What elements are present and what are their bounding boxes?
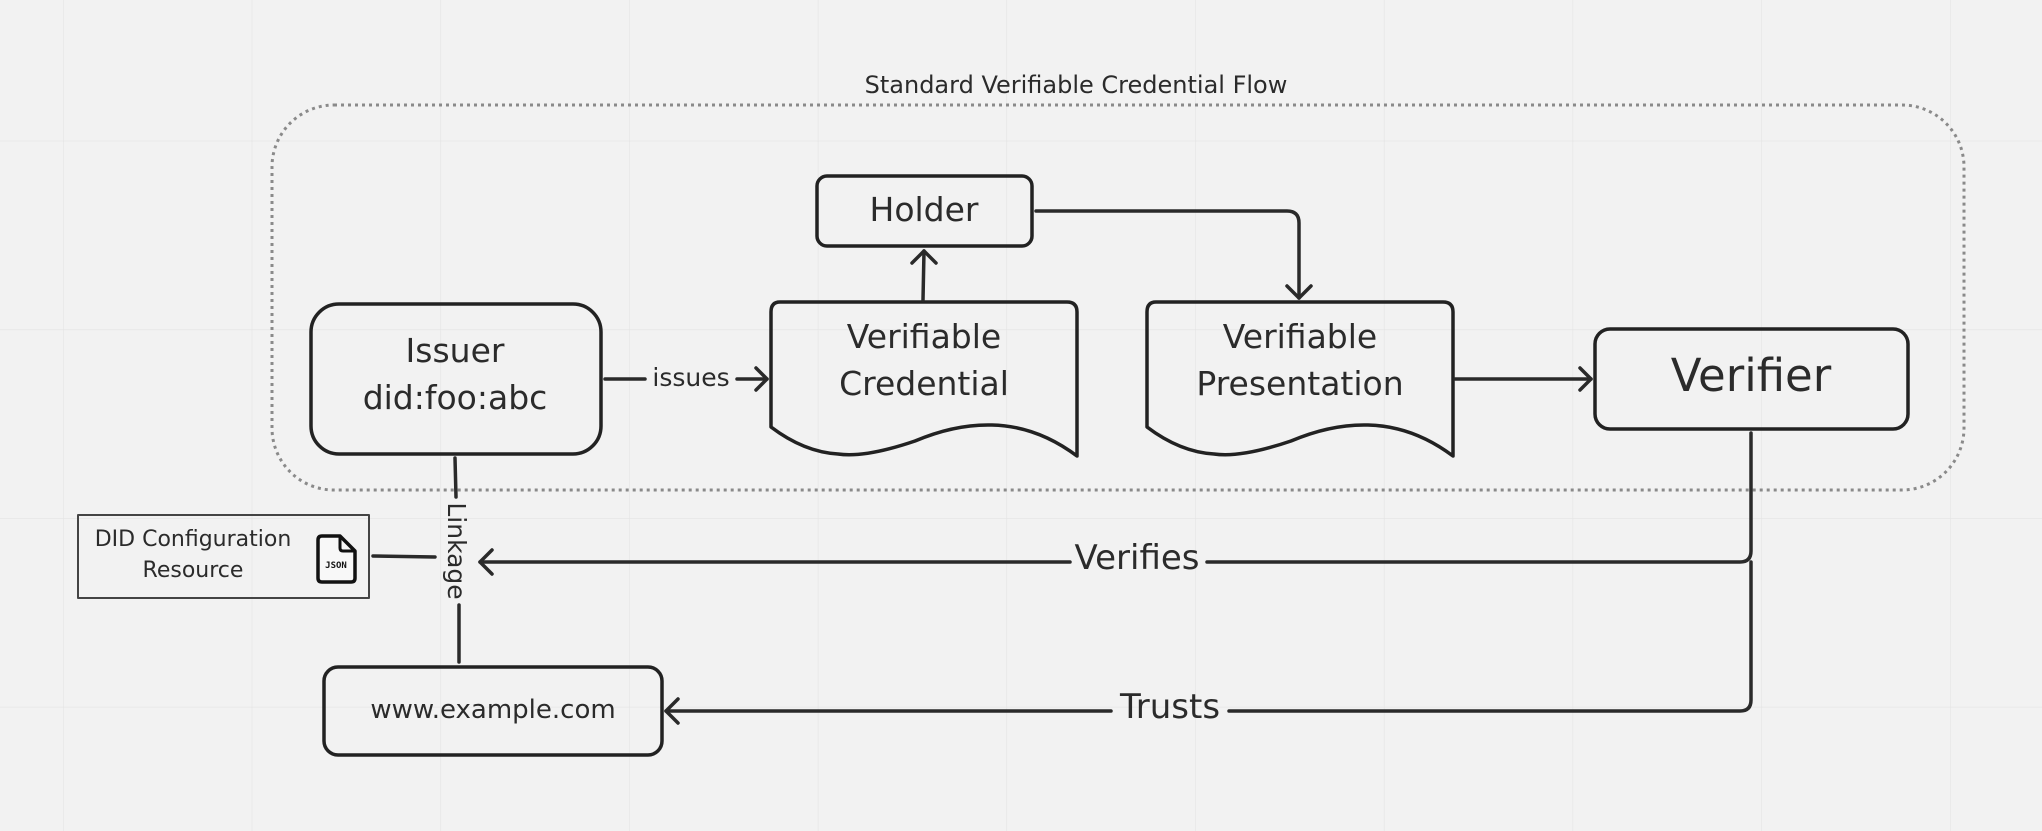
did-config-node[interactable] — [77, 514, 370, 599]
trusts-arrowhead — [664, 697, 680, 725]
linkage-connector-top[interactable] — [453, 456, 458, 499]
website-label: www.example.com — [370, 695, 615, 725]
trusts-edge-label: Trusts — [1119, 687, 1220, 727]
frame-title: Standard Verifiable Credential Flow — [865, 71, 1288, 99]
verifier-arrowhead — [1578, 366, 1593, 392]
issues-edge-label: issues — [652, 363, 729, 392]
linkage-edge-label: Linkage — [442, 502, 471, 599]
verifies-arrowhead — [478, 548, 494, 576]
issuer-did-label: did:foo:abc — [363, 378, 548, 417]
credential-label-line2: Credential — [839, 364, 1009, 403]
holder-node[interactable] — [815, 174, 1034, 248]
verifies-edge-label: Verifies — [1074, 538, 1199, 578]
issuer-node[interactable] — [309, 302, 603, 456]
trusts-connector-start[interactable] — [1227, 560, 1753, 713]
verifies-connector-start[interactable] — [1205, 431, 1753, 564]
json-file-icon: JSON — [316, 534, 357, 584]
credential-label-line1: Verifiable — [847, 317, 1001, 356]
did-config-label-line1: DID Configuration — [95, 527, 292, 552]
presentation-arrowhead — [1285, 284, 1313, 300]
presentation-label-line2: Presentation — [1196, 364, 1403, 403]
presentation-node[interactable] — [1145, 300, 1455, 458]
website-node[interactable] — [322, 665, 664, 757]
issues-arrowhead — [754, 366, 769, 392]
flow-frame[interactable] — [270, 103, 1966, 492]
issuer-label: Issuer — [406, 331, 505, 370]
holder-arrowhead — [910, 249, 938, 265]
holder-label: Holder — [870, 190, 979, 229]
did-config-label-line2: Resource — [143, 558, 244, 583]
holder-to-presentation-connector[interactable] — [1034, 209, 1301, 300]
did-config-connector[interactable] — [371, 554, 437, 559]
verifier-label: Verifier — [1671, 349, 1832, 402]
presentation-label-line1: Verifiable — [1223, 317, 1377, 356]
json-icon-label: JSON — [325, 561, 347, 571]
verifier-node[interactable] — [1593, 327, 1910, 431]
credential-to-holder-connector[interactable] — [921, 249, 926, 302]
credential-node[interactable] — [769, 300, 1079, 458]
